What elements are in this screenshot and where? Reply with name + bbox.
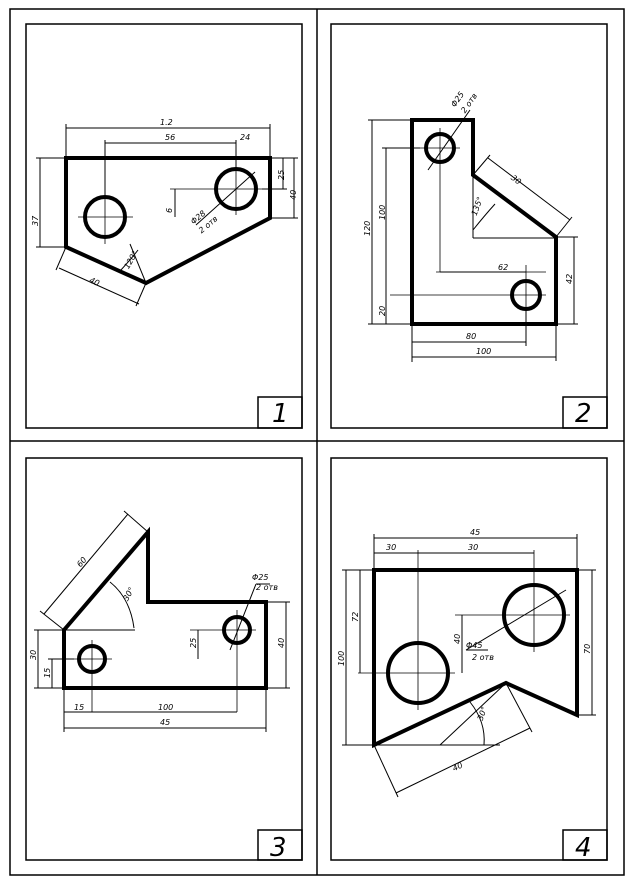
sheet-2-border	[330, 23, 608, 429]
ext-line	[39, 610, 65, 631]
dim-left-offset: 15	[74, 703, 84, 712]
ext-line	[55, 246, 67, 271]
sheet-1-border	[25, 23, 303, 429]
dim-hole-offset: 6	[165, 208, 174, 213]
ext-line	[505, 682, 533, 733]
ext-line	[123, 510, 149, 533]
ext-line	[439, 682, 507, 746]
ext-line	[472, 154, 491, 176]
dim-right-height: 42	[565, 274, 574, 284]
dim-bottom-edge: 40	[88, 276, 101, 288]
dim-height-total: 120	[363, 221, 372, 236]
sheet-3-number-box	[257, 829, 303, 861]
dim-hole-spacing: 56	[165, 133, 175, 142]
part-4-outline	[372, 568, 579, 749]
sheet-3-border	[25, 457, 303, 861]
ext-line	[373, 744, 399, 798]
hole-note: 2 отв	[472, 653, 494, 662]
dim-line	[487, 157, 571, 221]
ext-line	[135, 282, 147, 307]
ext-line	[129, 243, 147, 284]
sheet-4-border	[330, 457, 608, 861]
hole-leader	[195, 171, 256, 226]
sheet-2: 2 Φ25 2 отв 30 135° 120 100 20	[330, 23, 608, 429]
dim-left-offset: 30	[386, 543, 396, 552]
sheet-3-number: 3	[270, 833, 287, 863]
dim-bottom: 20	[378, 306, 387, 316]
dim-right-height: 40	[277, 638, 286, 648]
sheet-1: 1 1.2 56 24 37 25 40 6	[25, 23, 303, 429]
dim-center-dist: 62	[498, 263, 508, 272]
dim-hole-offset: 40	[453, 634, 462, 644]
angle-arc	[109, 581, 135, 629]
dim-line	[43, 513, 129, 615]
hole-note: 2 отв	[256, 583, 278, 592]
dim-angle: 135°	[470, 196, 485, 217]
sheet-4-number-box	[562, 829, 608, 861]
sheet-1-number: 1	[272, 399, 289, 429]
part-3-outline	[62, 526, 268, 690]
part-2-outline	[410, 118, 558, 326]
sheet-4: 4 45 30 30 100 72 70 40 Φ45	[330, 457, 608, 863]
dim-hole-spacing: 30	[468, 543, 478, 552]
dim-left-height: 30	[29, 650, 38, 660]
part-1-outline	[64, 156, 272, 286]
dim-line	[395, 727, 531, 794]
hole-diameter: Φ25	[252, 573, 268, 582]
dim-hole-spacing: 100	[158, 703, 173, 712]
ext-line	[555, 216, 573, 238]
dim-total-width: 45	[470, 528, 480, 537]
sheet-4-number: 4	[575, 833, 592, 863]
dim-total-width: 1.2	[160, 118, 173, 127]
hole-leader	[229, 583, 257, 651]
dim-right-height: 70	[583, 644, 592, 654]
dim-hole-height: 25	[189, 638, 198, 648]
dim-left-low: 15	[43, 668, 52, 678]
dim-height-left: 37	[31, 215, 40, 226]
dim-angle: 30°	[476, 705, 489, 721]
sheet-2-number-box	[562, 396, 608, 429]
hole-leader	[465, 589, 567, 651]
dim-right-offset: 24	[240, 133, 250, 142]
dim-height-mid: 100	[378, 205, 387, 220]
dim-line	[58, 267, 140, 305]
dim-width-inner: 80	[466, 332, 476, 341]
dim-bottom-edge: 40	[451, 761, 464, 774]
dim-width-total: 100	[476, 347, 491, 356]
dim-total-height: 100	[337, 651, 346, 666]
hole-leader	[427, 109, 471, 171]
dim-slant: 60	[75, 555, 88, 569]
dim-angle: 30°	[121, 586, 136, 603]
dim-right-height: 40	[289, 190, 298, 200]
dim-right-small: 25	[277, 170, 286, 180]
angle-arc	[472, 203, 496, 231]
angle-arc	[469, 701, 485, 746]
dim-upper-height: 72	[351, 612, 360, 622]
sheet-2-number: 2	[575, 399, 592, 429]
dim-total-width: 45	[160, 718, 170, 727]
sheet-1-number-box	[257, 396, 303, 429]
sheet-3: 3 60 30° Φ25 2 отв 30 15 25	[25, 457, 303, 863]
angle-arc	[119, 249, 139, 272]
dim-angle: 120°	[122, 249, 139, 270]
hole-diameter: Φ45	[466, 641, 482, 650]
